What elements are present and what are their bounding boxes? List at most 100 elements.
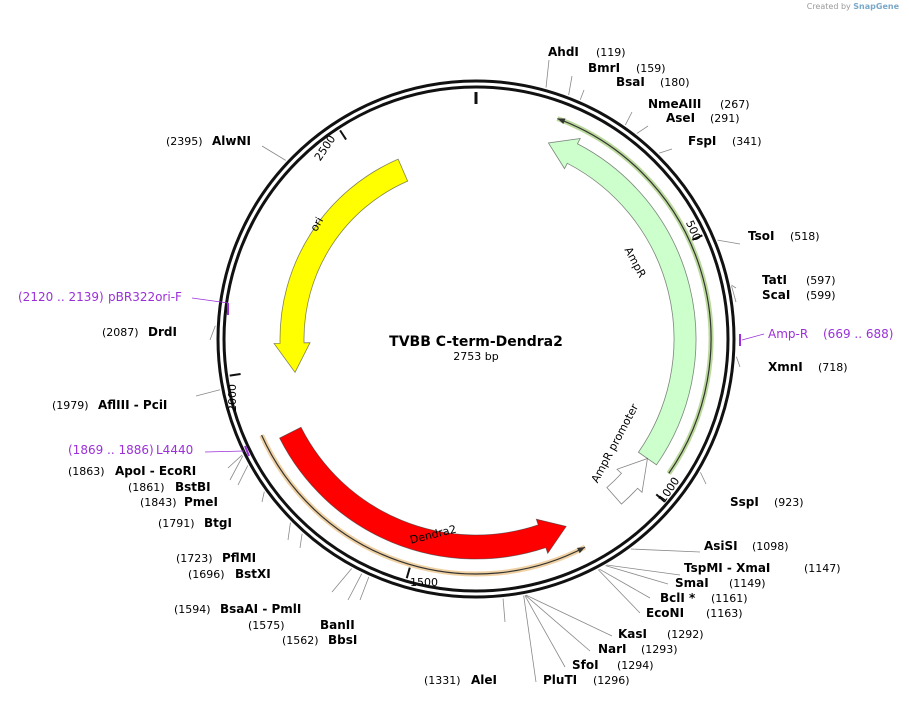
enzyme-pos-tati: (597) [806,274,836,287]
enzyme-tspmi-xmai: TspMI - XmaI [684,561,770,575]
leader-btgi [261,491,265,503]
enzyme-ahdi: AhdI [548,45,579,59]
orf-arrowhead-0 [557,118,566,125]
feature-dendra2 [279,426,567,560]
backbone-outer-strand [216,79,736,599]
enzyme-pos-bstxi: (1696) [188,568,225,581]
leader-pflmi [287,522,291,541]
enzyme-smai: SmaI [675,576,709,590]
backbone-inner-strand [222,85,730,593]
enzyme-btgi: BtgI [204,516,232,530]
enzyme-pos-smai: (1149) [729,577,766,590]
enzyme-pos-ahdi: (119) [596,46,626,59]
primer-leader-pbr322ori-f [191,297,229,304]
enzyme-sfoi: SfoI [572,658,599,672]
leader-bsai [579,89,585,100]
leader-ahdi [545,59,550,88]
enzyme-pos-bcli: (1161) [711,592,748,605]
enzyme-pos-afliii-pcii: (1979) [52,399,89,412]
enzyme-bsaai-pmli: BsaAI - PmlI [220,602,301,616]
leader-asei [636,125,649,134]
enzyme-econi: EcoNI [646,606,684,620]
enzyme-nari: NarI [598,642,627,656]
tick-mark-2500 [339,129,347,141]
leader-fspi [659,148,673,154]
enzyme-pos-kasi: (1292) [667,628,704,641]
plasmid-title: TVBB C-term-Dendra2 [389,334,563,350]
leader-bstbi [229,455,244,481]
leader-bcli [599,568,651,599]
enzyme-pluti: PluTI [543,673,577,687]
enzyme-pos-alei: (1331) [424,674,461,687]
enzyme-afliii-pcii: AflIII - PciI [98,398,167,412]
leader-pluti [523,595,537,683]
enzyme-pos-econi: (1163) [706,607,743,620]
enzyme-bcli: BclI * [660,591,696,605]
leader-bstxi [299,533,303,549]
leader-alwni [261,145,286,161]
leader-pmei [237,465,249,486]
tick-mark-2000 [229,373,241,377]
enzyme-pos-sspi: (923) [774,496,804,509]
leader-smai [605,565,669,585]
enzyme-alwni: AlwNI [212,134,251,148]
enzyme-drdi: DrdI [148,325,177,339]
enzyme-pos-apoi-ecori: (1863) [68,465,105,478]
tick-label-1500: 1500 [410,576,438,589]
leader-sspi [700,472,707,485]
leader-econi [597,569,641,614]
leader-apoi-ecori [227,454,243,469]
enzyme-pos-bsaai-pmli: (1594) [174,603,211,616]
leader-scai [731,286,737,303]
enzyme-pos-bbsi: (1562) [282,634,319,647]
tick-mark-1000 [655,493,666,503]
enzyme-pos-banii: (1575) [248,619,285,632]
feature-ori [273,158,409,374]
primer-site-l4440 [244,445,250,457]
primer-leader-l4440 [204,450,245,453]
enzyme-tati: TatI [762,273,787,287]
enzyme-pos-asei: (291) [710,112,740,125]
enzyme-pos-nari: (1293) [641,643,678,656]
enzyme-pos-tsoi: (518) [790,230,820,243]
enzyme-pos-xmni: (718) [818,361,848,374]
enzyme-pflmi: PflMI [222,551,256,565]
enzyme-pos-bsai: (180) [660,76,690,89]
enzyme-labels: AhdI(119)BmrI(159)BsaI(180)NmeAIII(267)A… [52,45,848,687]
orf-line-0 [557,117,712,474]
feature-label-ampr: AmpR [622,245,649,280]
feature-ampr-promoter [606,457,648,505]
enzyme-scai: ScaI [762,288,790,302]
leader-alei [502,598,506,623]
enzyme-xmni: XmnI [768,360,803,374]
brand-prefix: Created by [806,2,851,11]
leader-banii [347,573,363,601]
primer-marks: Amp-R(669 .. 688)L4440(1869 .. 1886)pBR3… [18,290,893,457]
leader-bmri [568,75,573,96]
leader-tspmi-xmai [606,564,681,576]
enzyme-pos-drdi: (2087) [102,326,139,339]
enzyme-banii: BanII [320,618,355,632]
enzyme-pos-bstbi: (1861) [128,481,165,494]
leader-nari [525,594,591,652]
enzyme-pos-pluti: (1296) [593,674,630,687]
enzyme-tsoi: TsoI [748,229,774,243]
primer-pbr322ori-f: pBR322ori-F [108,290,182,304]
orf-arcs [259,116,714,577]
primer-range-amp-r: (669 .. 688) [823,327,893,341]
brand-name: SnapGene [853,2,899,11]
leader-tsoi [717,239,741,245]
leader-asisi [630,548,701,553]
enzyme-pos-pmei: (1843) [140,496,177,509]
orf-arrowhead-1 [577,547,586,554]
enzyme-fspi: FspI [688,134,716,148]
enzyme-pos-tspmi-xmai: (1147) [804,562,841,575]
enzyme-bmri: BmrI [588,61,620,75]
orf-line-1 [261,434,586,575]
enzyme-pos-btgi: (1791) [158,517,195,530]
feature-ampr [547,137,697,466]
enzyme-pos-pflmi: (1723) [176,552,213,565]
tick-mark-1500 [405,567,411,579]
